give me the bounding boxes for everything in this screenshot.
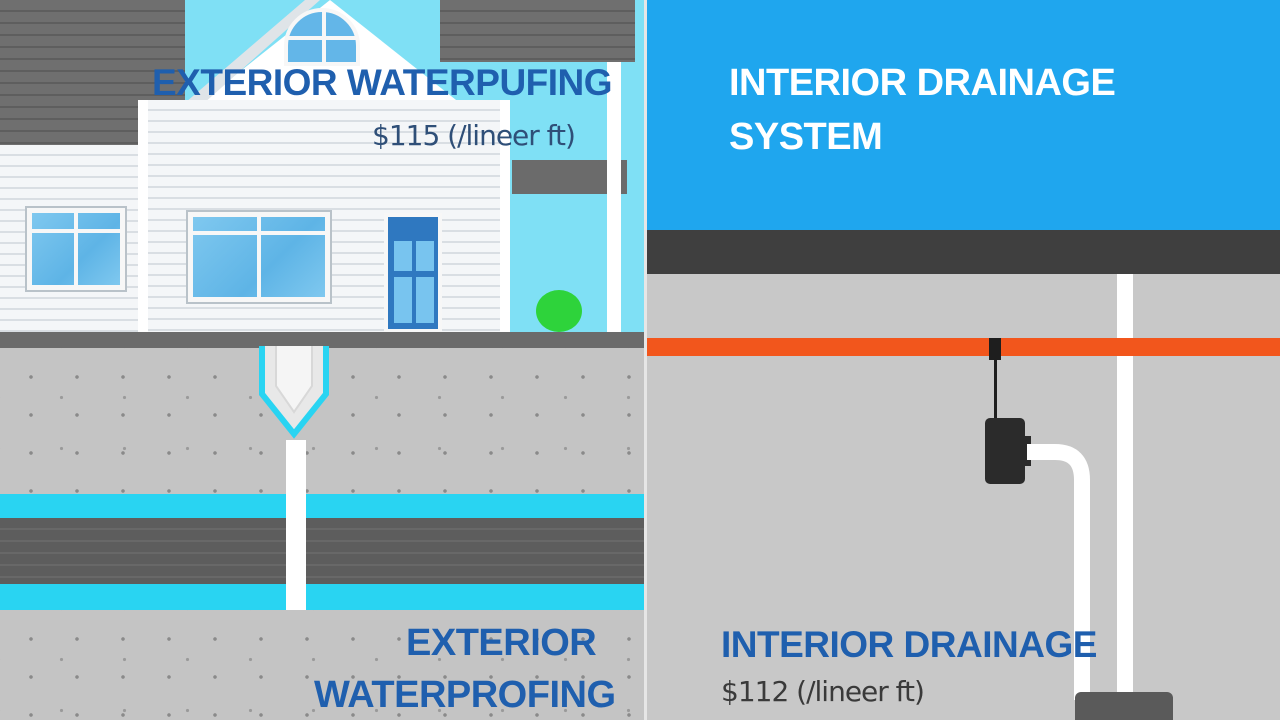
drain-line: [647, 338, 1280, 356]
exterior-bottom-title-line2: WATERPROFING: [314, 674, 616, 716]
panel-divider: [644, 0, 647, 720]
house-corner-trim: [500, 100, 510, 335]
drain-pipe: [286, 440, 306, 610]
floor-slab: [647, 230, 1280, 274]
interior-title-line1: INTERIOR DRAINAGE: [729, 62, 1116, 104]
porch-post: [607, 62, 621, 334]
interior-price: $112 (/lineer ft): [721, 675, 925, 708]
waterproof-membrane: [0, 584, 644, 610]
exterior-panel: EXTERIOR WATERPUFING $115 (/lineer ft) E…: [0, 0, 644, 720]
drain-funnel: [259, 346, 329, 439]
pump-cable: [994, 358, 997, 418]
shrub: [536, 290, 582, 332]
ground-line: [0, 332, 644, 348]
exterior-price: $115 (/lineer ft): [372, 119, 576, 152]
front-door: [384, 213, 442, 333]
lower-soil: [0, 610, 644, 720]
foundation-layer: [0, 518, 644, 584]
waterproof-membrane: [0, 494, 644, 518]
exterior-bottom-title-line1: EXTERIOR: [406, 622, 597, 664]
interior-title-line2: SYSTEM: [729, 116, 883, 158]
sump-basin: [1075, 692, 1173, 720]
interior-bottom-title: INTERIOR DRAINAGE: [721, 624, 1097, 665]
interior-panel: INTERIOR DRAINAGE SYSTEM INTERIOR DRAINA…: [647, 0, 1280, 720]
sky-banner: [647, 0, 1280, 230]
exterior-title: EXTERIOR WATERPUFING: [152, 62, 613, 103]
outlet-pipe: [1027, 444, 1090, 700]
house-corner-trim: [138, 100, 148, 335]
attic-window: [284, 8, 360, 66]
right-roof: [440, 0, 635, 62]
discharge-pipe: [1117, 274, 1133, 694]
house-window: [188, 212, 330, 302]
pump-hanger: [989, 338, 1001, 360]
house-window: [27, 208, 125, 290]
sump-pump: [985, 418, 1025, 484]
